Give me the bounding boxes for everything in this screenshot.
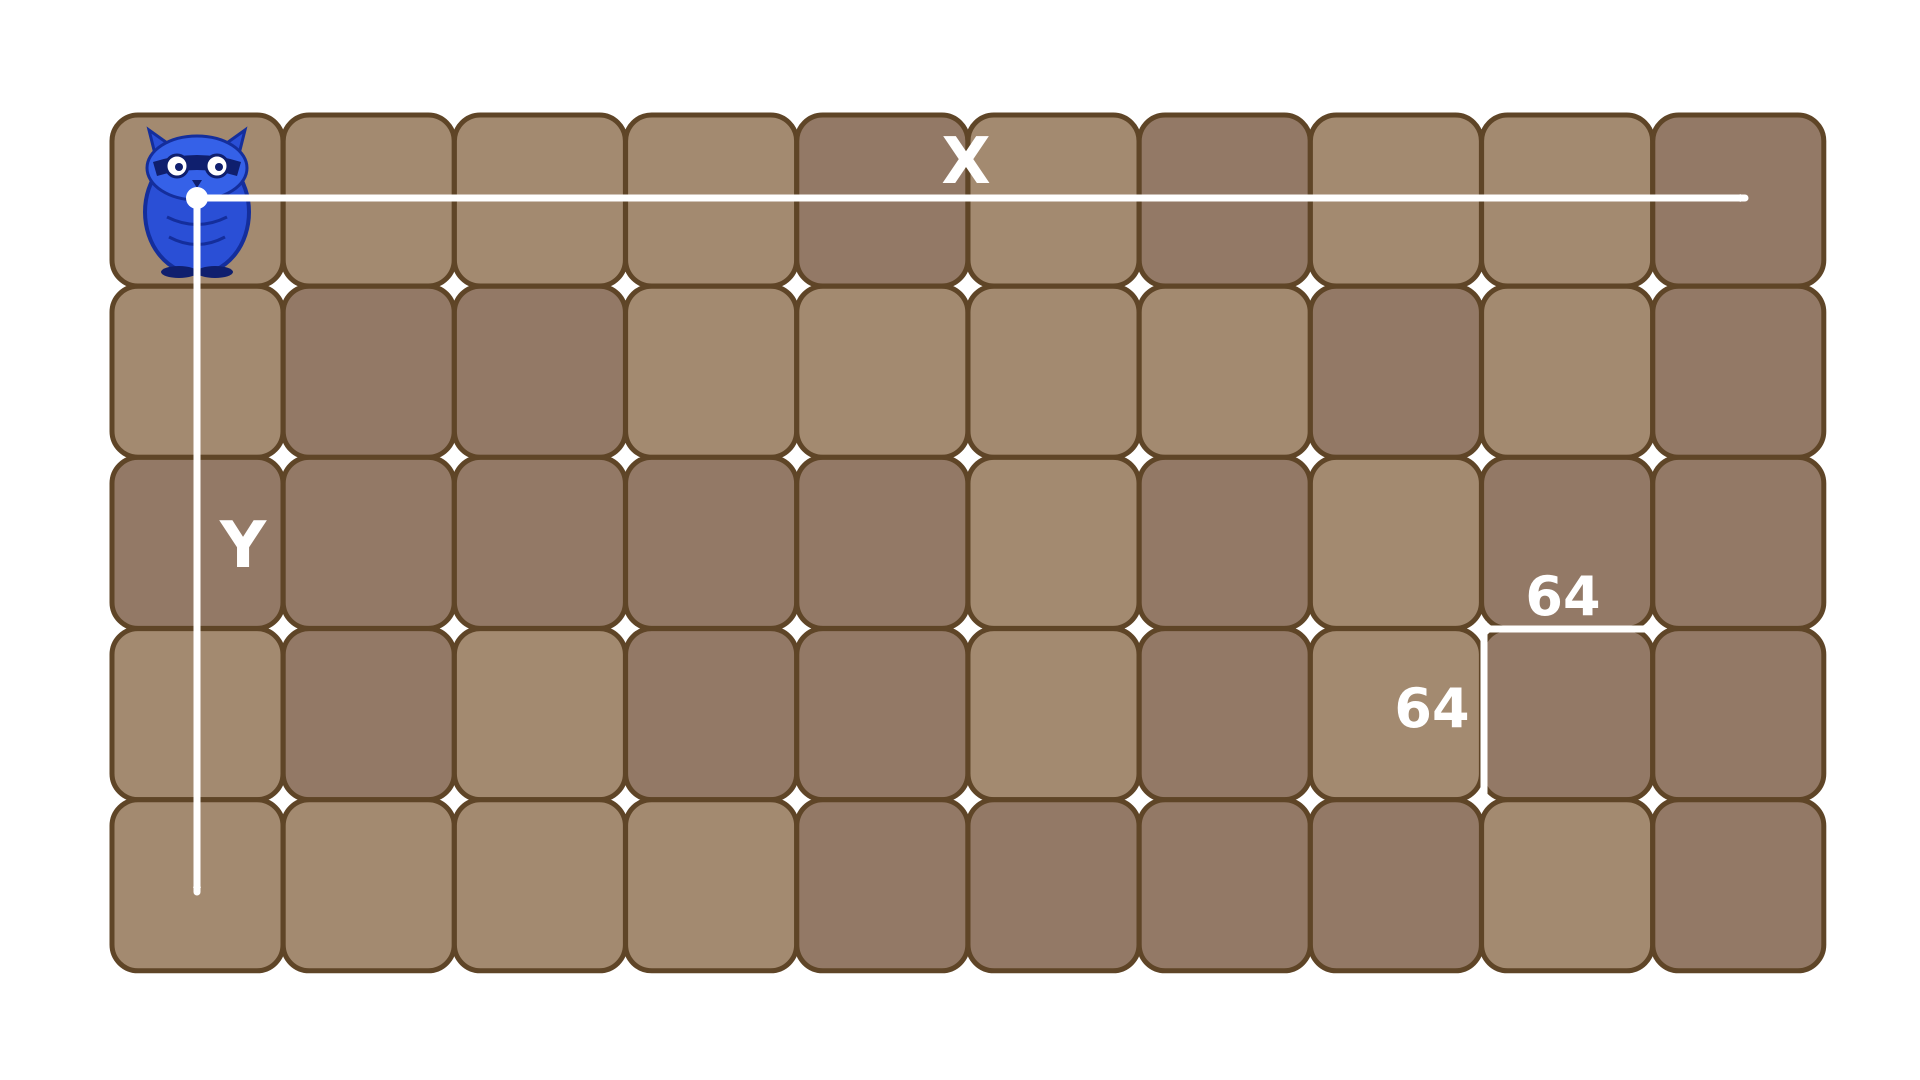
grid-tile (280, 626, 457, 803)
grid-tile (623, 454, 800, 631)
grid-tile (280, 797, 457, 974)
grid-tile (1479, 283, 1656, 460)
grid-tile (451, 283, 628, 460)
grid-tile (623, 797, 800, 974)
grid-tile (451, 454, 628, 631)
grid-tile (1307, 797, 1484, 974)
grid-tile (794, 797, 971, 974)
origin-point (186, 187, 208, 209)
grid-tile (1136, 283, 1313, 460)
y-axis-label: Y (219, 509, 267, 583)
grid-tile (1136, 626, 1313, 803)
grid-tile (623, 626, 800, 803)
x-axis-label: X (941, 125, 990, 199)
grid-tile (280, 454, 457, 631)
grid-tile (1650, 626, 1827, 803)
grid-tile (451, 797, 628, 974)
grid-tile (451, 626, 628, 803)
tile-size-markers: 64 64 (1394, 565, 1659, 804)
grid-tile (965, 454, 1142, 631)
grid-tile (623, 283, 800, 460)
width-dimension-label: 64 (1525, 565, 1600, 628)
grid-tile (280, 283, 457, 460)
grid-tile (794, 626, 971, 803)
grid-tile (1650, 797, 1827, 974)
grid-tile (1307, 283, 1484, 460)
grid-tile (794, 283, 971, 460)
tile-grid (109, 112, 1827, 974)
grid-tile (965, 797, 1142, 974)
grid-tile (1479, 626, 1656, 803)
grid-tile (965, 283, 1142, 460)
coordinate-axes: X Y (186, 125, 1749, 896)
height-dimension-label: 64 (1394, 677, 1469, 740)
grid-tile (1650, 454, 1827, 631)
grid-tile (1650, 283, 1827, 460)
grid-tile (965, 626, 1142, 803)
grid-tile (794, 454, 971, 631)
grid-tile (1307, 454, 1484, 631)
grid-tile (1136, 797, 1313, 974)
grid-tile (1479, 797, 1656, 974)
grid-tile (1136, 454, 1313, 631)
